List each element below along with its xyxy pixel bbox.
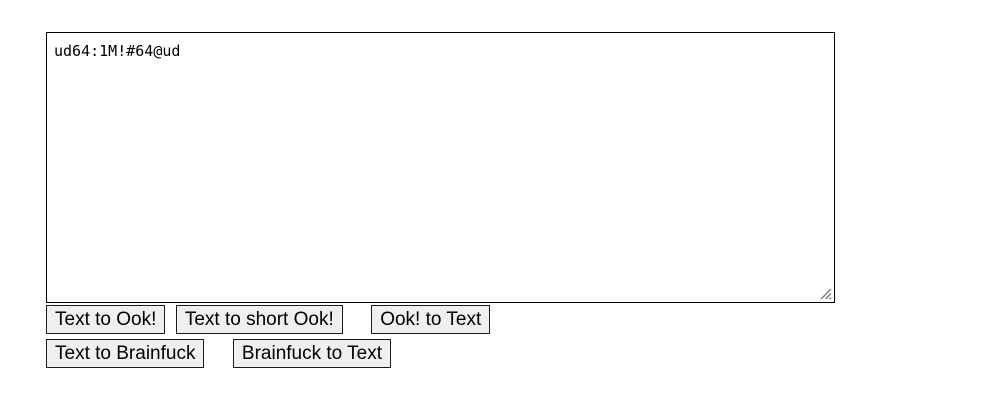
editor-container <box>46 32 835 303</box>
text-to-ook-button[interactable]: Text to Ook! <box>46 305 166 334</box>
text-to-short-ook-button[interactable]: Text to short Ook! <box>175 305 343 334</box>
button-row-brainfuck: Text to Brainfuck Brainfuck to Text <box>46 339 990 368</box>
ook-to-text-button[interactable]: Ook! to Text <box>371 305 491 334</box>
code-textarea[interactable] <box>46 32 835 303</box>
brainfuck-to-text-button[interactable]: Brainfuck to Text <box>232 339 392 368</box>
text-to-brainfuck-button[interactable]: Text to Brainfuck <box>46 339 205 368</box>
button-row-ook: Text to Ook! Text to short Ook! Ook! to … <box>46 305 990 334</box>
